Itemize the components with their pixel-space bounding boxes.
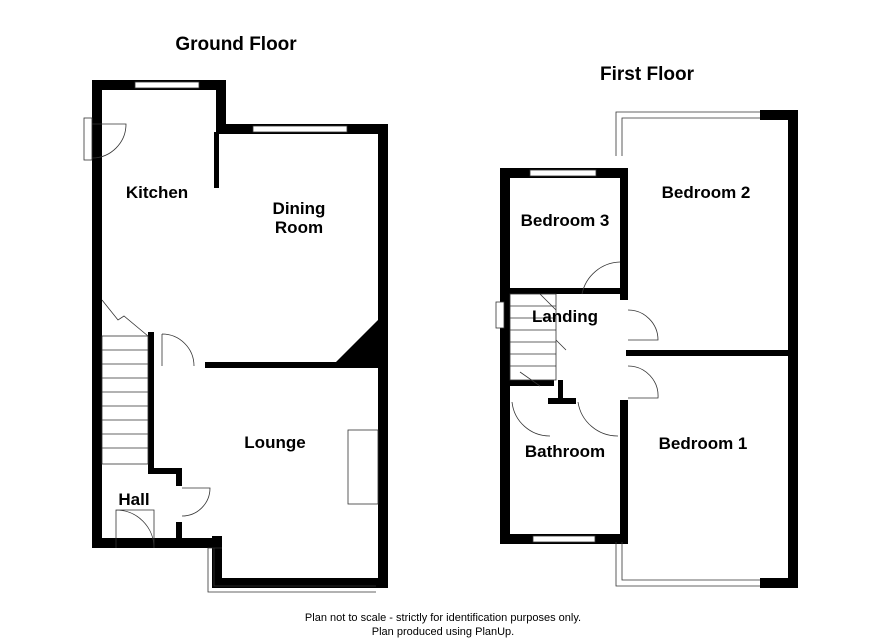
- kitchen-label: Kitchen: [126, 183, 188, 202]
- dining-room-label-line2: Room: [275, 218, 323, 237]
- ground-floor-stairs: [101, 299, 149, 465]
- ground-floor-title: Ground Floor: [175, 34, 297, 55]
- lounge-label: Lounge: [244, 433, 305, 452]
- dining-room-label-line1: Dining: [273, 199, 326, 218]
- ground-floor-plan: Ground Floor Kitchen Dining Room Lounge …: [83, 34, 388, 593]
- ground-floor-walls: [92, 80, 388, 588]
- ground-floor-windows: [83, 81, 379, 593]
- ground-floor-doors: [91, 123, 211, 549]
- first-floor-stairs: [509, 293, 567, 387]
- credit-note: Plan produced using PlanUp.: [372, 626, 514, 638]
- bedroom-2-label: Bedroom 2: [662, 183, 751, 202]
- first-floor-doors: [511, 261, 659, 437]
- first-floor-walls: [500, 110, 798, 588]
- disclaimer-note: Plan not to scale - strictly for identif…: [305, 612, 581, 624]
- hall-label: Hall: [118, 490, 149, 509]
- first-floor-plan: First Floor Bedroom 3 Bedroom 2 Landing …: [495, 64, 798, 588]
- first-floor-windows: [495, 111, 760, 587]
- bathroom-label: Bathroom: [525, 442, 605, 461]
- bedroom-3-label: Bedroom 3: [521, 211, 610, 230]
- first-floor-title: First Floor: [600, 64, 695, 85]
- landing-label: Landing: [532, 307, 598, 326]
- bedroom-1-label: Bedroom 1: [659, 434, 748, 453]
